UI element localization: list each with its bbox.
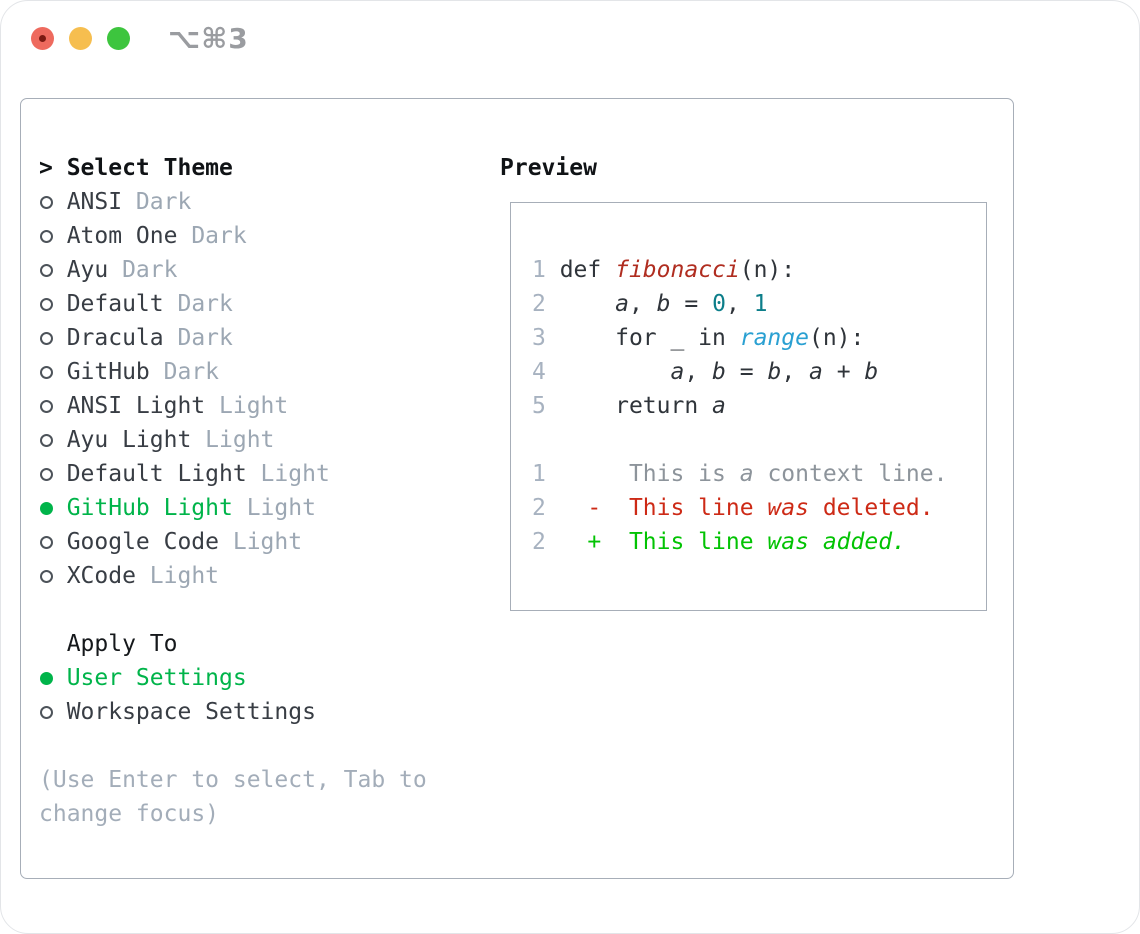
theme-variant-label: Dark: [177, 223, 247, 249]
apply-to-header: Apply To: [66, 631, 178, 657]
line-number: 1: [532, 461, 546, 487]
theme-variant-label: Dark: [163, 291, 233, 317]
theme-option-label: Ayu: [66, 257, 109, 283]
radio-icon: [40, 569, 53, 583]
theme-variant-label: Light: [205, 393, 289, 419]
radio-icon: [40, 365, 53, 379]
help-text-line1: (Use Enter to select, Tab to: [39, 767, 427, 793]
spacer-row: [39, 729, 427, 763]
code-line: 3 for _ in range(n):: [532, 325, 865, 351]
minimize-button[interactable]: [69, 27, 92, 50]
theme-option-label: Google Code: [66, 529, 220, 555]
theme-option[interactable]: XCode Light: [39, 559, 427, 593]
radio-selected-icon: [40, 671, 53, 685]
theme-variant-label: Dark: [122, 189, 192, 215]
theme-variant-label: Light: [191, 427, 275, 453]
apply-option-label: Workspace Settings: [66, 699, 316, 725]
theme-option[interactable]: GitHub Light Light: [39, 491, 427, 525]
theme-variant-label: Dark: [149, 359, 220, 385]
code-line: 4 a, b = b, a + b: [532, 359, 879, 385]
theme-variant-label: Light: [232, 495, 316, 521]
radio-icon: [40, 467, 53, 481]
preview-box: 1 def fibonacci(n): 2 a, b = 0, 1 3 for _ …: [510, 202, 987, 611]
code-preview: 1 def fibonacci(n): 2 a, b = 0, 1 3 for _ …: [532, 253, 947, 559]
radio-selected-icon: [40, 501, 53, 515]
theme-variant-label: Dark: [163, 325, 233, 351]
theme-option[interactable]: ANSI Light Light: [39, 389, 427, 423]
line-number: 5: [532, 393, 546, 419]
theme-option-label: Dracula: [66, 325, 164, 351]
code-line: 1 def fibonacci(n):: [532, 257, 796, 283]
theme-variant-label: Light: [246, 461, 330, 487]
code-line: 5 return a: [532, 393, 726, 419]
line-number: 2: [532, 495, 546, 521]
theme-option[interactable]: Atom One Dark: [39, 219, 427, 253]
line-number: 2: [532, 529, 546, 555]
theme-option[interactable]: Default Dark: [39, 287, 427, 321]
line-number: 3: [532, 325, 546, 351]
code-line: 1 This is a context line.: [532, 461, 948, 487]
radio-icon: [40, 399, 53, 413]
theme-option[interactable]: GitHub Dark: [39, 355, 427, 389]
unsaved-dot-icon: [39, 35, 46, 42]
radio-icon: [40, 331, 53, 345]
code-line: 2 - This line was deleted.: [532, 495, 934, 521]
theme-option-label: Atom One: [66, 223, 178, 249]
radio-icon: [40, 229, 53, 243]
line-number: 4: [532, 359, 546, 385]
code-line: 2 a, b = 0, 1: [532, 291, 768, 317]
theme-option-label: Ayu Light: [66, 427, 192, 453]
help-text-line2: change focus): [39, 801, 220, 827]
radio-icon: [40, 535, 53, 549]
preview-header: Preview: [500, 155, 597, 181]
radio-icon: [40, 263, 53, 277]
code-line: 2 + This line was added.: [532, 529, 906, 555]
theme-option[interactable]: Google Code Light: [39, 525, 427, 559]
line-number: 2: [532, 291, 546, 317]
spacer-row: [532, 423, 947, 457]
radio-icon: [40, 195, 53, 209]
radio-icon: [40, 705, 53, 719]
select-theme-header: > Select Theme: [39, 155, 233, 181]
spacer-row: [39, 593, 427, 627]
line-number: 1: [532, 257, 546, 283]
theme-option[interactable]: Ayu Light Light: [39, 423, 427, 457]
apply-option[interactable]: Workspace Settings: [39, 695, 427, 729]
close-button[interactable]: [31, 27, 54, 50]
theme-option-label: Default: [66, 291, 164, 317]
apply-option-label: User Settings: [66, 665, 247, 691]
theme-variant-label: Dark: [108, 257, 178, 283]
apply-option[interactable]: User Settings: [39, 661, 427, 695]
theme-option-label: ANSI: [66, 189, 123, 215]
theme-option[interactable]: Ayu Dark: [39, 253, 427, 287]
radio-icon: [40, 433, 53, 447]
theme-variant-label: Light: [219, 529, 303, 555]
radio-icon: [40, 297, 53, 311]
theme-option-label: ANSI Light: [66, 393, 206, 419]
theme-variant-label: Light: [135, 563, 220, 589]
theme-option-label: GitHub: [66, 359, 150, 385]
window-title: ⌥⌘3: [168, 22, 249, 55]
theme-option-label: GitHub Light: [66, 495, 233, 521]
theme-option[interactable]: Default Light Light: [39, 457, 427, 491]
theme-option[interactable]: Dracula Dark: [39, 321, 427, 355]
theme-option-label: XCode: [66, 563, 136, 589]
theme-option-label: Default Light: [66, 461, 247, 487]
theme-option[interactable]: ANSI Dark: [39, 185, 427, 219]
zoom-button[interactable]: [107, 27, 130, 50]
